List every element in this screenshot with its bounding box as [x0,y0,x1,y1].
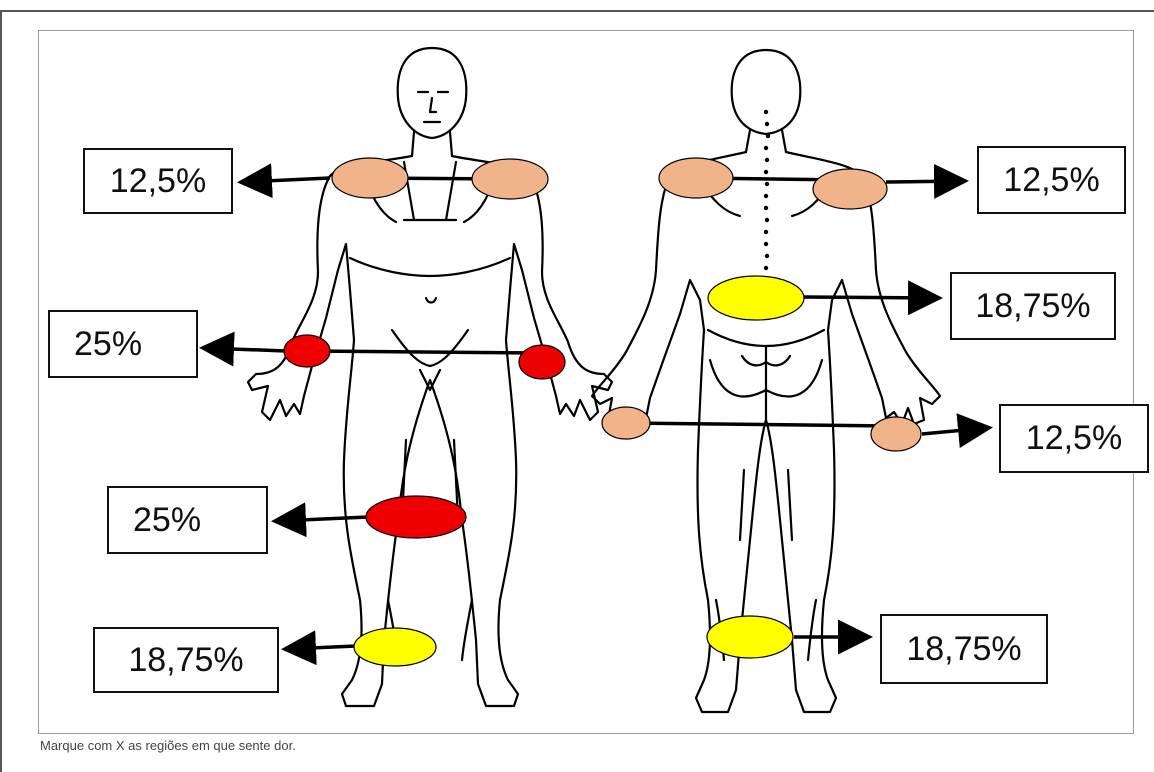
front-wrists-percentage: 25% [48,310,198,378]
front-ankles-percentage: 18,75% [93,627,279,693]
front-left-wrist-marker [284,335,330,367]
front-wrists-connector [308,351,540,353]
front-knees-percentage: 25% [107,486,268,554]
front-wrists-arrow [206,348,286,351]
front-ankles-marker [354,628,436,666]
front-left-shoulder-marker [332,158,408,198]
back-right-hand-marker [871,417,921,451]
back-shoulders-arrow [886,181,962,182]
spine-dots [764,110,770,282]
back-left-shoulder-marker [659,158,733,198]
back-hands-connector [626,423,894,426]
front-knees-marker [366,496,466,538]
back-lower-back-arrow [804,297,936,298]
instruction-caption: Marque com X as regiões em que sente dor… [40,738,296,753]
front-right-shoulder-marker [472,159,548,199]
front-ankles-arrow [288,646,356,649]
back-ankles-marker [707,616,793,658]
back-lower-back-marker [708,276,804,320]
back-right-shoulder-marker [813,169,887,209]
back-hands-arrow [922,428,986,434]
front-shoulders-percentage: 12,5% [83,148,233,214]
front-right-wrist-marker [519,345,565,379]
front-knees-arrow [278,517,368,521]
back-left-hand-marker [602,407,650,439]
back-ankles-percentage: 18,75% [880,614,1048,684]
back-shoulders-percentage: 12,5% [977,146,1126,214]
back-hands-percentage: 12,5% [999,404,1149,473]
front-shoulders-arrow [244,178,330,182]
front-body-figure [248,48,612,706]
back-lower-back-percentage: 18,75% [950,272,1116,340]
